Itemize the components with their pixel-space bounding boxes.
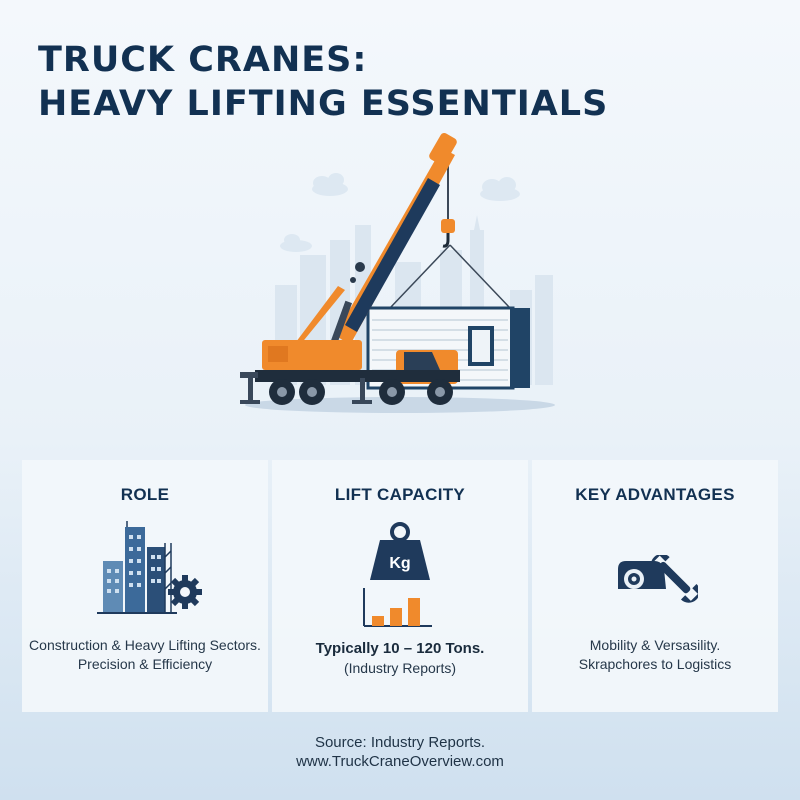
title-line-1: TRUCK CRANES: [38, 40, 368, 80]
title-line-2: HEAVY LIFTING ESSENTIALS [38, 84, 609, 124]
key-advantages-card: KEY ADVANTAGES Mobility & Versasility. S… [532, 460, 778, 712]
source-line-1: Source: Industry Reports. [314, 734, 486, 751]
lift-capacity-line-2: (Industry Reports) [343, 660, 457, 676]
info-cards: ROLE [22, 460, 778, 712]
kg-weight-chart-icon: Kg [363, 522, 432, 627]
role-card: ROLE [22, 460, 268, 712]
lift-capacity-line-1: Typically 10 – 120 Tons. [315, 640, 485, 657]
role-line-1: Construction & Heavy Lifting Sectors. [29, 637, 261, 653]
role-line-2: Precision & Efficiency [77, 656, 213, 672]
key-advantages-line-2: Skrapchores to Logistics [578, 656, 732, 672]
vehicle-wrench-icon [618, 555, 698, 603]
source-url: www.TruckCraneOverview.com [296, 753, 504, 770]
wheels [269, 379, 453, 405]
city-buildings-gear-icon [97, 521, 202, 614]
kg-label: Kg [389, 555, 410, 572]
role-heading: ROLE [120, 485, 170, 504]
lift-capacity-heading: LIFT CAPACITY [334, 485, 466, 504]
lift-capacity-card: LIFT CAPACITY Kg Typically 10 – 120 Tons… [272, 460, 528, 712]
key-advantages-heading: KEY ADVANTAGES [575, 485, 735, 504]
truck-crane-illustration [240, 132, 555, 413]
key-advantages-line-1: Mobility & Versasility. [589, 637, 721, 653]
page-title: TRUCK CRANES: HEAVY LIFTING ESSENTIALS [38, 38, 608, 126]
